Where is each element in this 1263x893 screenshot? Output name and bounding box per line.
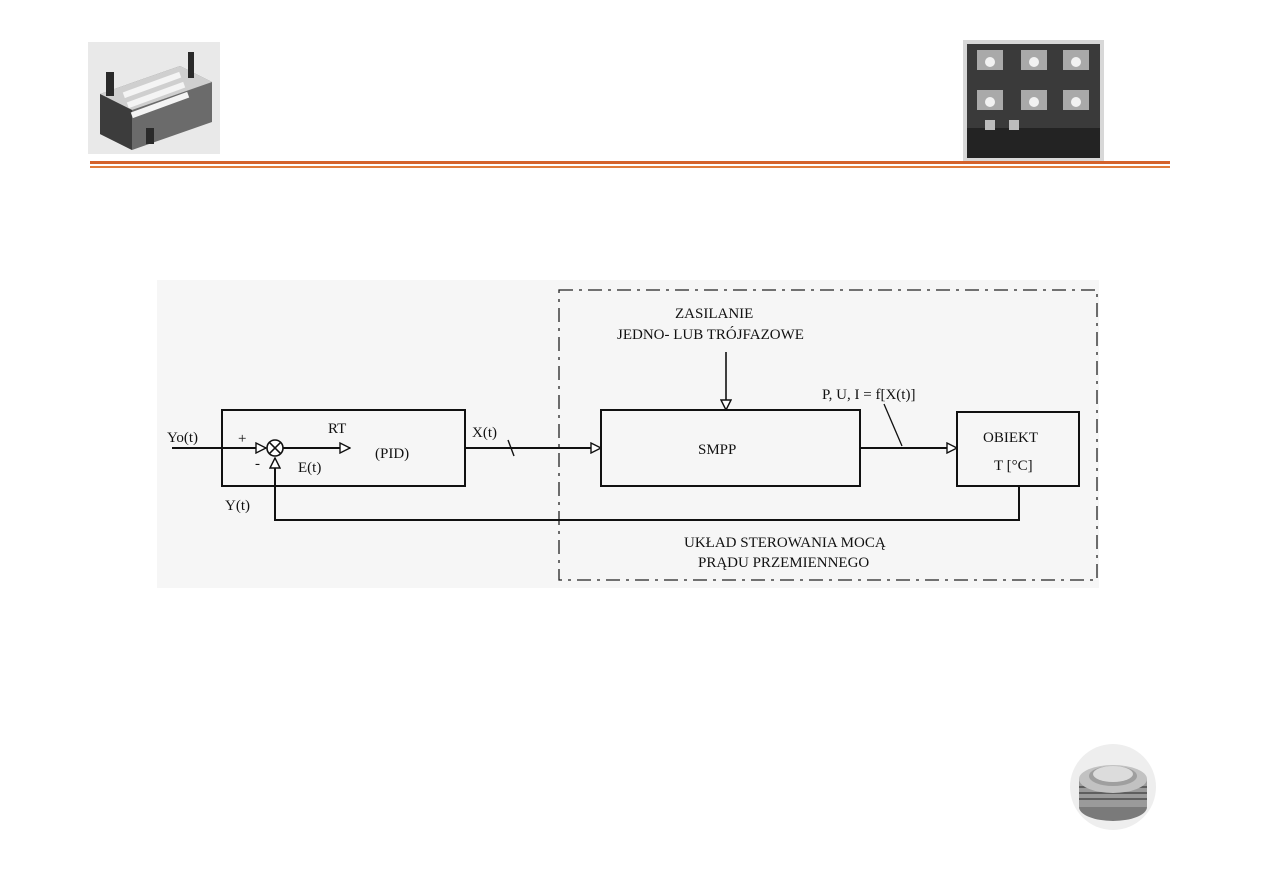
system-boundary [558, 289, 1098, 581]
output-signal-label: P, U, I = f[X(t)] [822, 387, 915, 403]
summing-junction [266, 439, 284, 457]
control-signal-tick [507, 439, 515, 457]
control-signal-label: X(t) [472, 425, 497, 441]
minus-sign: - [255, 456, 260, 472]
feedback-signal-label: Y(t) [225, 498, 250, 514]
plus-sign: + [238, 431, 246, 447]
output-signal-leader [883, 403, 903, 447]
header-rule [90, 161, 1170, 164]
error-signal-label: E(t) [298, 460, 321, 476]
feedback-line [275, 458, 1020, 521]
diagram-panel [157, 280, 1099, 588]
controller-name: RT [328, 421, 346, 437]
object-variable: T [°C] [994, 458, 1033, 474]
power-converter-label: SMPP [698, 442, 736, 458]
system-label-line2: PRĄDU PRZEMIENNEGO [698, 555, 869, 571]
igbt-module-image [963, 40, 1104, 162]
supply-label-line2: JEDNO- LUB TRÓJFAZOWE [617, 326, 804, 343]
input-signal-label: Yo(t) [167, 430, 198, 446]
supply-label-line1: ZASILANIE [675, 306, 753, 322]
controller-type: (PID) [375, 446, 409, 462]
system-label-line1: UKŁAD STEROWANIA MOCĄ [684, 535, 886, 551]
thyristor-module-image [88, 42, 220, 154]
object-name: OBIEKT [983, 430, 1038, 446]
disc-thyristor-image [1070, 744, 1156, 830]
header-rule-thin [90, 166, 1170, 168]
